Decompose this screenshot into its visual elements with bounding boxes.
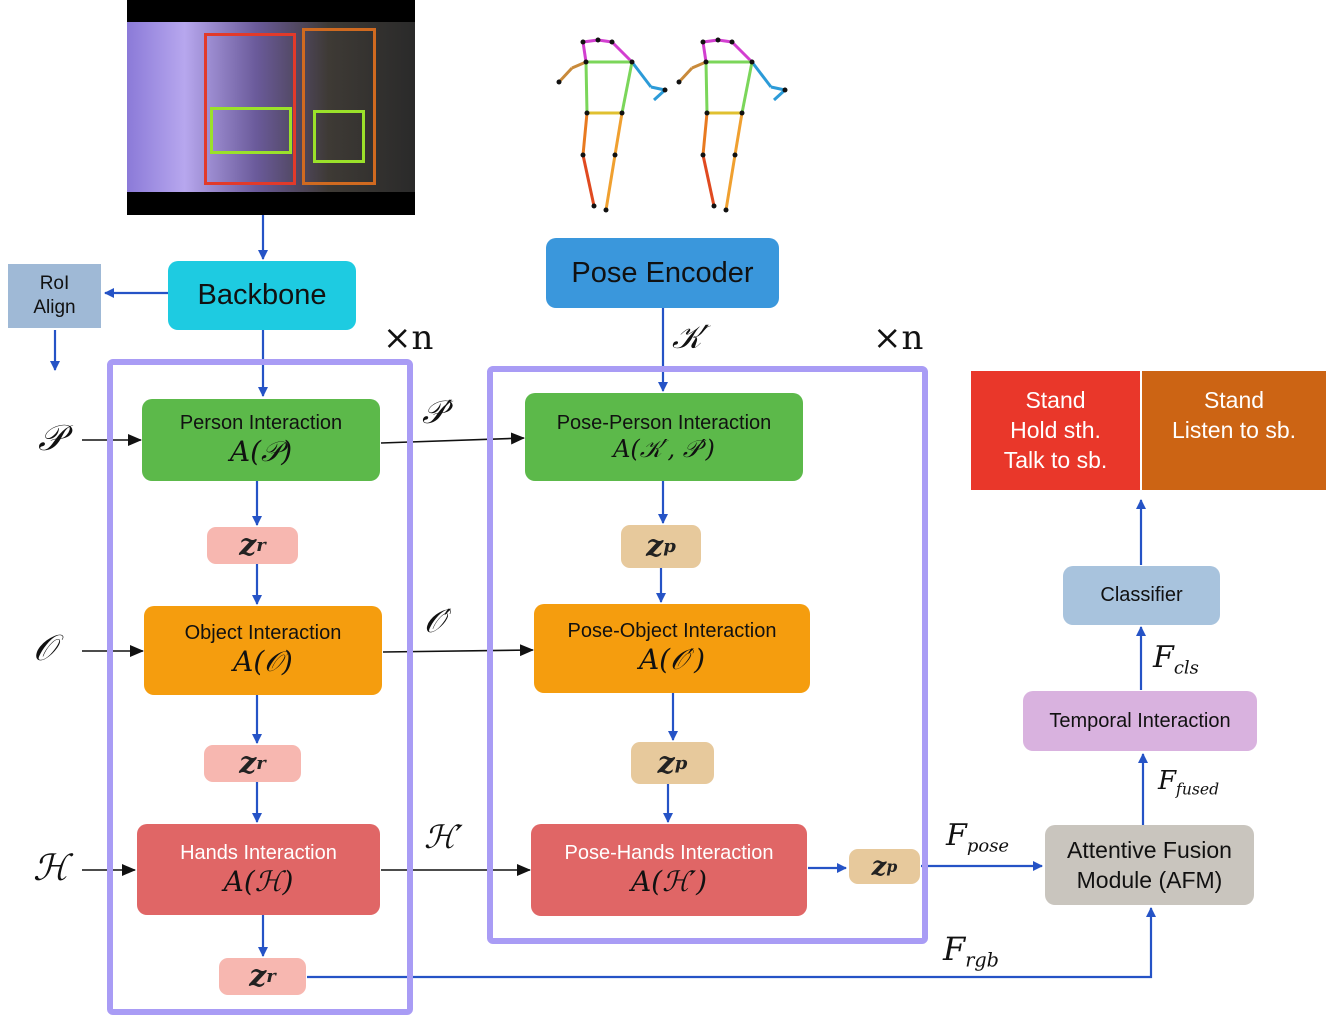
p-prime-label: 𝒫′: [422, 393, 453, 431]
pose-person-interaction-formula: A(𝒦′, 𝒫′): [613, 434, 715, 463]
backbone-label: Backbone: [197, 279, 327, 311]
object-interaction-block: Object Interaction A(𝒪): [144, 606, 382, 695]
roi-align-line1: RoI: [39, 273, 70, 294]
output-action: Talk to sb.: [1003, 447, 1108, 473]
output-action: Listen to sb.: [1171, 417, 1297, 443]
pose-skeletons: [556, 37, 788, 213]
pose-person-interaction-title: Pose-Person Interaction: [556, 411, 772, 434]
right-repeat-frame: [487, 366, 928, 944]
repeat-label-left: ×n: [383, 318, 434, 358]
attentive-fusion-module: Attentive Fusion Module (AFM): [1045, 825, 1254, 905]
hands-input-symbol: ℋ: [33, 848, 69, 889]
object-input-symbol: 𝒪: [33, 628, 56, 669]
pose-object-interaction-block: Pose-Object Interaction A(𝒪′): [534, 604, 810, 693]
temporal-interaction-box: Temporal Interaction: [1023, 691, 1257, 751]
output-person-2: Stand Listen to sb.: [1142, 371, 1326, 490]
person-interaction-block: Person Interaction A(𝒫): [142, 399, 380, 481]
pose-hands-interaction-block: Pose-Hands Interaction A(ℋ′): [531, 824, 807, 916]
object-interaction-title: Object Interaction: [184, 622, 342, 644]
pose-person-interaction-block: Pose-Person Interaction A(𝒦′, 𝒫′): [525, 393, 803, 481]
f-fused-label: Ffused: [1158, 766, 1220, 799]
output-action: Stand: [1025, 387, 1086, 413]
roi-align-box: RoI Align: [8, 264, 101, 328]
backbone-box: Backbone: [168, 261, 356, 330]
person-interaction-formula: A(𝒫): [229, 434, 293, 468]
pose-hands-interaction-title: Pose-Hands Interaction: [564, 842, 774, 864]
temporal-interaction-label: Temporal Interaction: [1049, 709, 1231, 732]
repeat-label-right: ×n: [873, 318, 924, 358]
classifier-label: Classifier: [1100, 584, 1183, 606]
classifier-box: Classifier: [1063, 566, 1220, 625]
hand-box-1: [210, 107, 292, 154]
hand-box-2: [313, 110, 365, 163]
person-input-symbol: 𝒫: [38, 418, 64, 459]
pose-object-interaction-title: Pose-Object Interaction: [567, 620, 777, 642]
afm-line1: Attentive Fusion: [1067, 837, 1232, 863]
f-rgb-label: Frgb: [943, 930, 999, 972]
roi-align-line2: Align: [33, 297, 76, 318]
afm-line2: Module (AFM): [1076, 867, 1223, 893]
person-box-1: [204, 33, 296, 185]
output-action: Stand: [1203, 387, 1265, 413]
pose-encoder-box: Pose Encoder: [546, 238, 779, 308]
person-interaction-title: Person Interaction: [179, 411, 343, 434]
output-person-1: Stand Hold sth. Talk to sb.: [971, 371, 1140, 490]
pose-object-interaction-formula: A(𝒪′): [638, 643, 706, 676]
hands-interaction-title: Hands Interaction: [180, 841, 337, 864]
video-frame: [127, 0, 415, 215]
pose-hands-interaction-formula: A(ℋ′): [630, 865, 708, 898]
h-prime-label: ℋ′: [424, 818, 463, 856]
f-cls-label: Fcls: [1153, 640, 1199, 679]
hands-interaction-block: Hands Interaction A(ℋ): [137, 824, 380, 915]
output-action: Hold sth.: [1010, 417, 1101, 443]
object-interaction-formula: A(𝒪): [233, 645, 293, 678]
left-repeat-frame: [107, 359, 413, 1015]
person-box-2: [302, 28, 376, 185]
k-prime-label: 𝒦′: [672, 318, 709, 356]
hands-interaction-formula: A(ℋ): [223, 864, 294, 898]
f-pose-label: Fpose: [946, 818, 1010, 857]
o-prime-label: 𝒪′: [424, 602, 452, 640]
pose-encoder-label: Pose Encoder: [571, 256, 754, 289]
